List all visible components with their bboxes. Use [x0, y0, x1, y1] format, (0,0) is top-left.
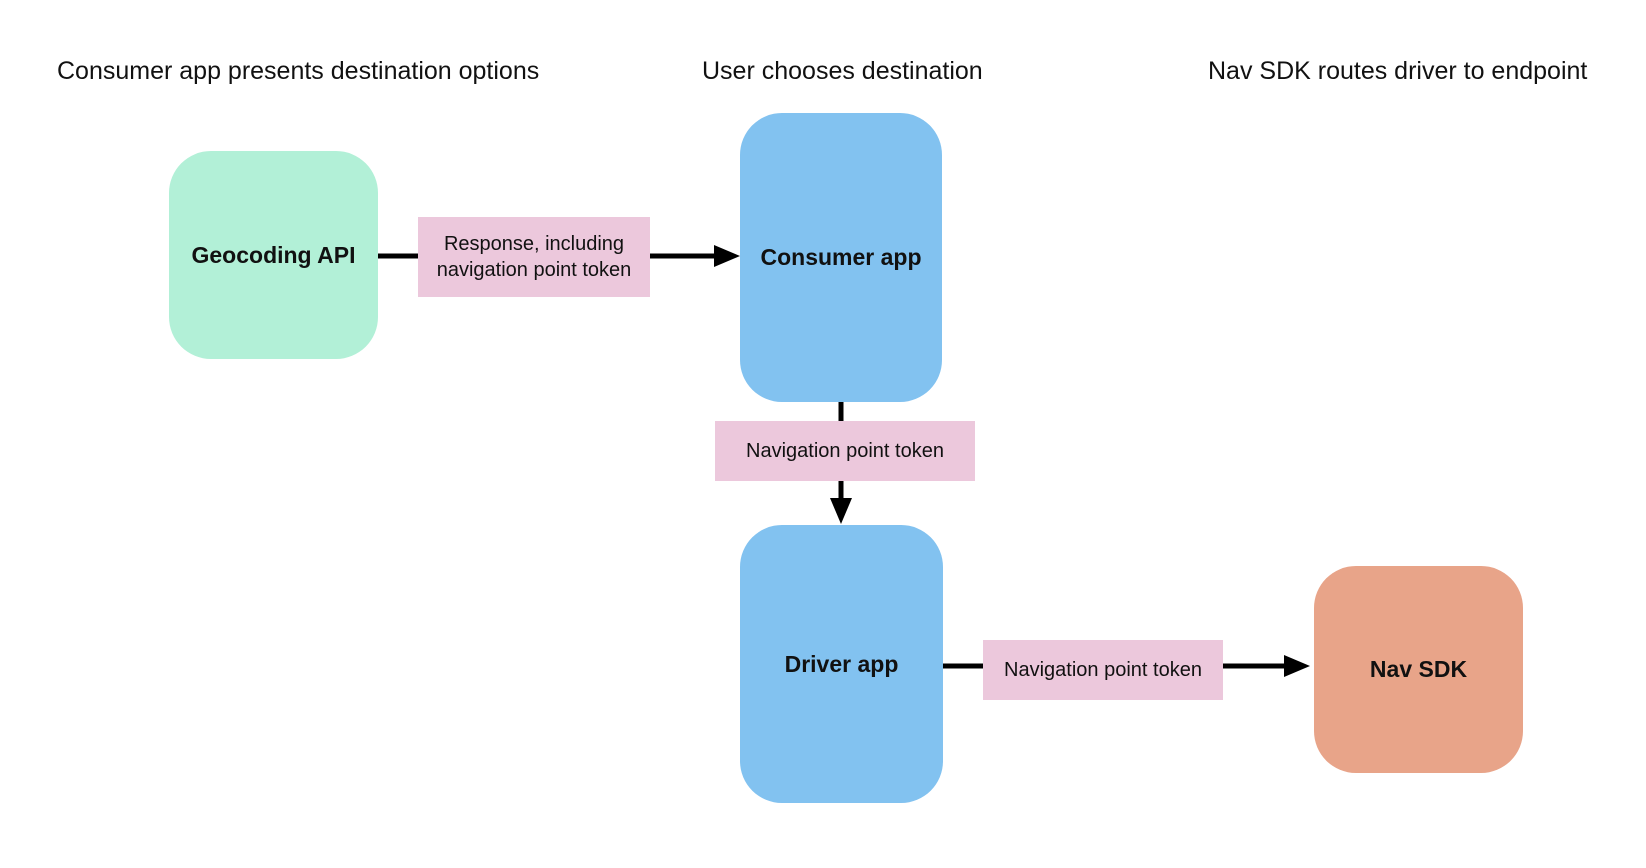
node-consumer-app: Consumer app — [740, 113, 942, 402]
node-driver-app: Driver app — [740, 525, 943, 803]
edge-label-navigation-point-token-horizontal: Navigation point token — [983, 640, 1223, 700]
edge-label-navigation-point-token-vertical: Navigation point token — [715, 421, 975, 481]
phase-header-user-chooses: User chooses destination — [702, 57, 983, 85]
node-geocoding-api: Geocoding API — [169, 151, 378, 359]
edge-label-response-including-token: Response, including navigation point tok… — [418, 217, 650, 297]
node-nav-sdk-label: Nav SDK — [1369, 656, 1468, 682]
phase-header-navsdk-routes: Nav SDK routes driver to endpoint — [1208, 57, 1588, 85]
phase-header-consumer-presents: Consumer app presents destination option… — [57, 57, 540, 85]
node-driver-app-label: Driver app — [784, 650, 899, 677]
node-consumer-app-label: Consumer app — [760, 244, 922, 270]
node-geocoding-api-label: Geocoding API — [191, 241, 356, 268]
node-nav-sdk: Nav SDK — [1314, 566, 1523, 773]
